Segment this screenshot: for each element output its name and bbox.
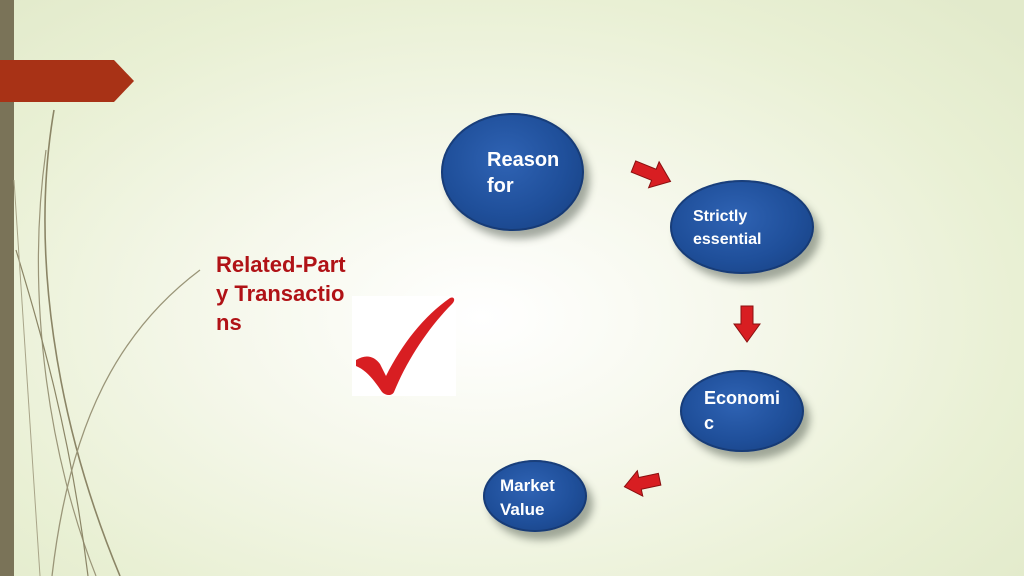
arrow-right-icon (630, 160, 672, 189)
checkmark-panel (352, 296, 456, 396)
node-strictly-essential: Strictly essential (670, 180, 814, 274)
node-label: Strictly essential (693, 208, 762, 248)
left-side-bar (0, 0, 14, 576)
node-label: Economic (704, 388, 781, 433)
arrow-down-icon (733, 305, 761, 343)
node-reason-for: Reason for (441, 113, 584, 231)
arrow-left-icon (623, 469, 662, 498)
node-market-value: Market Value (483, 460, 587, 532)
node-label: Market Value (500, 476, 555, 519)
node-economic: Economic (680, 370, 804, 452)
checkmark-icon (356, 297, 455, 395)
slide-title: Related-Party Transactions (216, 252, 346, 335)
node-label: Reason for (487, 149, 560, 197)
header-ribbon (0, 60, 134, 102)
